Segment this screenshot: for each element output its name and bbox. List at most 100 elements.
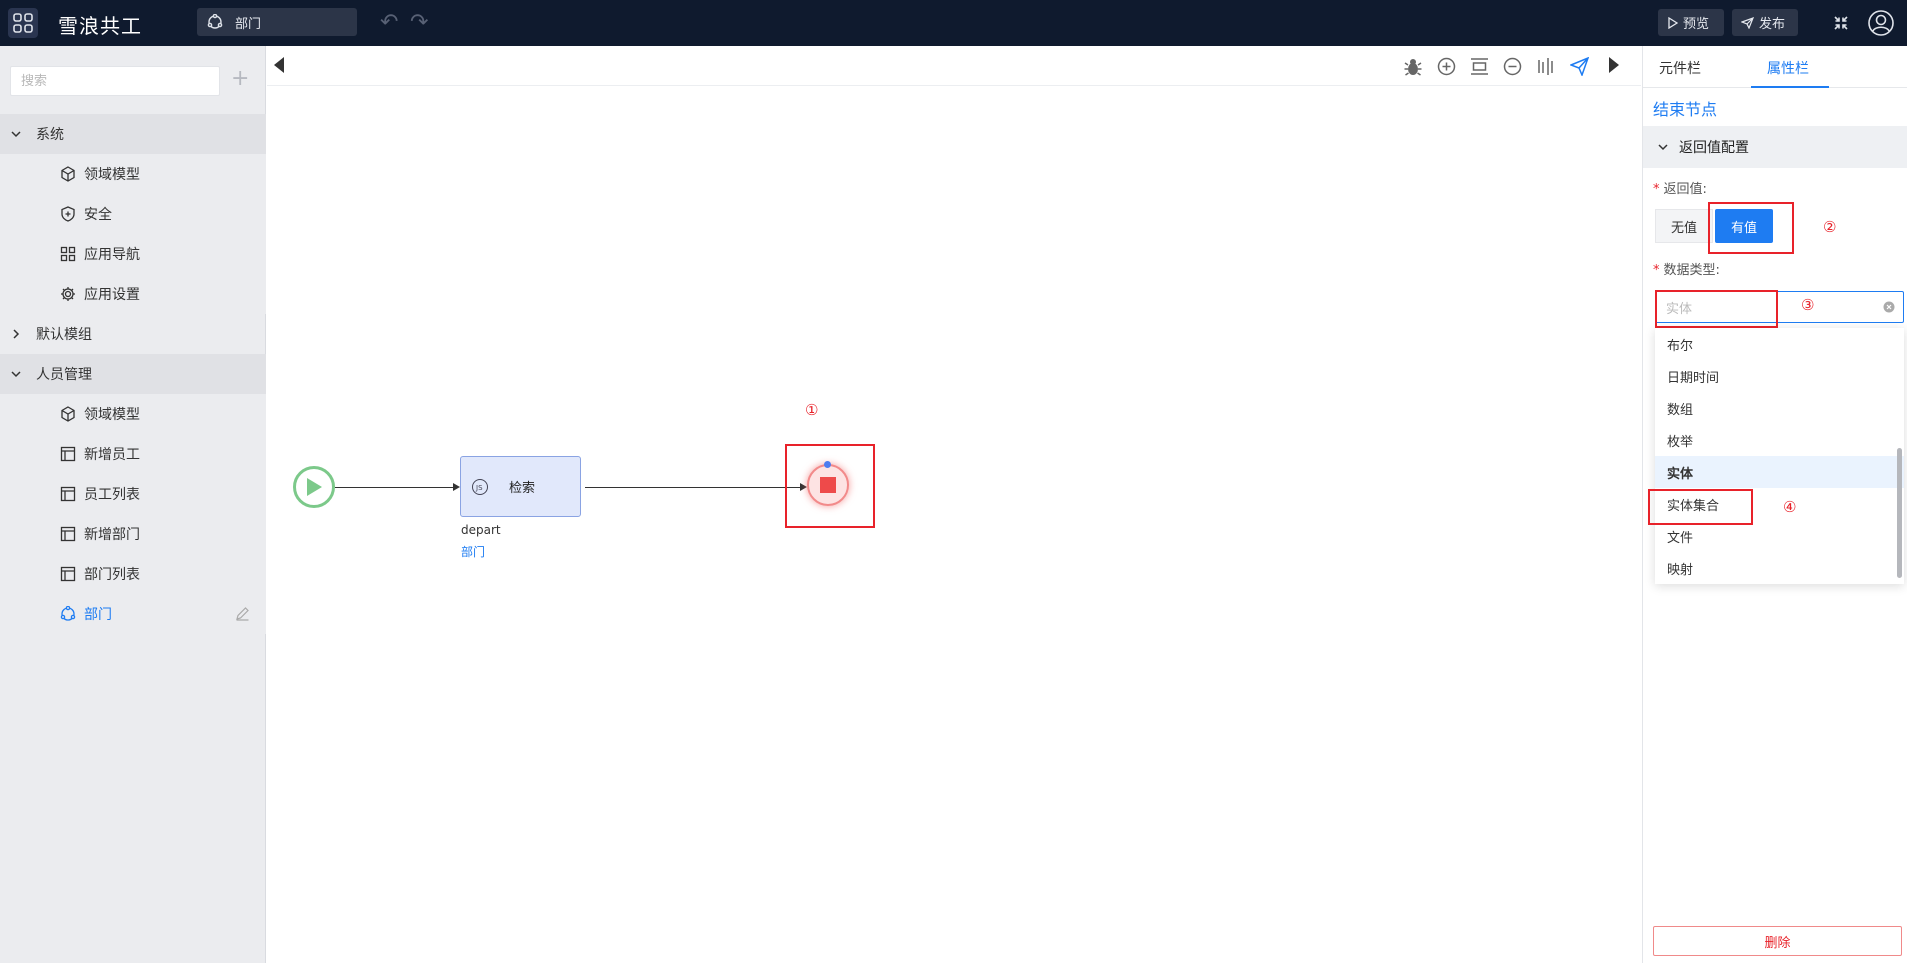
tree-item-label: 领域模型: [84, 407, 140, 423]
connector-arrow: [453, 483, 460, 491]
collapse-right-icon[interactable]: [1608, 56, 1620, 74]
module-tree: 系统 领域模型 安全 应用导航 应用设置 默认模组 人员管理 领域模型: [0, 114, 266, 634]
tab-underline: [1751, 86, 1829, 88]
shield-icon: [61, 206, 75, 222]
tree-item[interactable]: 领域模型: [0, 154, 266, 194]
cube-icon: [61, 166, 75, 182]
dropdown-scrollbar[interactable]: [1897, 448, 1902, 578]
tree-item-label: 应用导航: [84, 247, 140, 263]
preview-label: 预览: [1683, 17, 1710, 32]
chevron-down-icon: [11, 371, 21, 378]
dropdown-option[interactable]: 日期时间: [1667, 370, 1720, 386]
tree-item-label: 安全: [84, 207, 112, 223]
tree-item[interactable]: 新增部门: [0, 514, 266, 554]
return-value-toggle: 无值 有值: [1655, 209, 1773, 243]
tab-properties[interactable]: 属性栏: [1767, 61, 1809, 77]
fit-view-icon[interactable]: [1470, 57, 1489, 76]
tree-group-system[interactable]: 系统: [0, 114, 266, 154]
tree-item-label: 应用设置: [84, 287, 140, 303]
tree-item[interactable]: 安全: [0, 194, 266, 234]
section-return-config[interactable]: 返回值配置: [1643, 126, 1907, 168]
sidebar: + 系统 领域模型 安全 应用导航 应用设置 默认模组 人员管理: [0, 46, 266, 963]
dropdown-option[interactable]: 文件: [1667, 530, 1694, 546]
tree-group-default[interactable]: 默认模组: [0, 314, 266, 354]
dropdown-option[interactable]: 数组: [1667, 402, 1694, 418]
connector-arrow: [800, 483, 807, 491]
send-icon: [1741, 16, 1754, 29]
connector-line[interactable]: [585, 487, 801, 488]
clear-icon[interactable]: [1883, 301, 1895, 313]
data-type-dropdown: 布尔 日期时间 数组 枚举 实体 实体集合 文件 映射: [1655, 328, 1904, 584]
search-input[interactable]: [10, 66, 220, 96]
start-node[interactable]: [293, 466, 335, 508]
redo-icon[interactable]: ↷: [410, 10, 429, 35]
edit-icon[interactable]: [235, 606, 250, 621]
gear-icon: [61, 287, 75, 301]
annotation-highlight-box: [1655, 290, 1778, 328]
exit-fullscreen-icon[interactable]: [1833, 15, 1849, 31]
undo-icon[interactable]: ↶: [380, 10, 399, 35]
tree-item[interactable]: 应用导航: [0, 234, 266, 274]
end-node[interactable]: [807, 464, 849, 506]
tab-components[interactable]: 元件栏: [1659, 61, 1701, 77]
page-icon: [60, 446, 76, 462]
no-value-option[interactable]: 无值: [1655, 209, 1713, 243]
dropdown-option[interactable]: 实体集合: [1667, 498, 1720, 514]
flow-icon: [60, 606, 76, 621]
play-icon: [307, 478, 322, 496]
tree-item-label: 员工列表: [84, 487, 140, 503]
tree-item[interactable]: 领域模型: [0, 394, 266, 434]
task-name: depart: [461, 523, 501, 537]
tree-group-label: 默认模组: [36, 327, 92, 343]
tree-item-label: 领域模型: [84, 167, 140, 183]
send-icon[interactable]: [1570, 57, 1589, 76]
dropdown-option[interactable]: 映射: [1667, 562, 1694, 578]
data-type-select[interactable]: 实体: [1655, 291, 1904, 323]
flow-icon: [207, 14, 223, 29]
delete-button[interactable]: 删除: [1653, 926, 1902, 956]
tree-item-active[interactable]: 部门: [0, 594, 266, 634]
preview-button[interactable]: 预览: [1658, 9, 1724, 36]
tree-item[interactable]: 应用设置: [0, 274, 266, 314]
task-label: 检索: [509, 481, 536, 496]
annotation-step-3: ③: [1801, 296, 1815, 314]
tree-item[interactable]: 员工列表: [0, 474, 266, 514]
page-icon: [60, 486, 76, 502]
has-value-option[interactable]: 有值: [1715, 209, 1773, 243]
add-icon[interactable]: +: [231, 66, 250, 91]
node-title: 结束节点: [1653, 100, 1718, 119]
page-icon: [60, 526, 76, 542]
dropdown-option-selected[interactable]: 实体: [1655, 456, 1904, 488]
dropdown-option[interactable]: 布尔: [1667, 338, 1694, 354]
dropdown-option[interactable]: 枚举: [1667, 434, 1694, 450]
user-avatar-icon[interactable]: [1867, 9, 1895, 37]
zoom-out-icon[interactable]: [1503, 57, 1522, 76]
tree-group-hr[interactable]: 人员管理: [0, 354, 266, 394]
align-icon[interactable]: [1537, 57, 1554, 76]
grid-icon: [60, 246, 76, 262]
svg-text:JS: JS: [475, 484, 483, 492]
tree-item[interactable]: 新增员工: [0, 434, 266, 474]
panel-tabs: 元件栏 属性栏: [1643, 46, 1907, 88]
publish-label: 发布: [1759, 17, 1786, 32]
anchor-point[interactable]: [824, 461, 831, 468]
flow-canvas[interactable]: JS 检索 depart 部门 ①: [267, 46, 1641, 963]
query-task-node[interactable]: JS 检索: [460, 456, 581, 517]
app-menu-button[interactable]: [8, 8, 38, 38]
debug-bug-icon[interactable]: [1403, 57, 1423, 77]
zoom-in-icon[interactable]: [1437, 57, 1456, 76]
data-type-label: *数据类型:: [1653, 263, 1720, 278]
return-value-label: *返回值:: [1653, 182, 1707, 197]
cube-icon: [61, 406, 75, 422]
app-grid-icon: [13, 13, 33, 33]
tree-item-label: 部门: [84, 607, 112, 623]
breadcrumb[interactable]: 部门: [197, 8, 357, 36]
collapse-left-icon[interactable]: [273, 56, 285, 74]
task-type-link[interactable]: 部门: [461, 545, 486, 559]
tree-item[interactable]: 部门列表: [0, 554, 266, 594]
section-title: 返回值配置: [1679, 140, 1749, 156]
play-icon: [1668, 16, 1678, 29]
connector-line[interactable]: [335, 487, 454, 488]
annotation-step-1: ①: [805, 401, 819, 419]
publish-button[interactable]: 发布: [1732, 9, 1798, 36]
